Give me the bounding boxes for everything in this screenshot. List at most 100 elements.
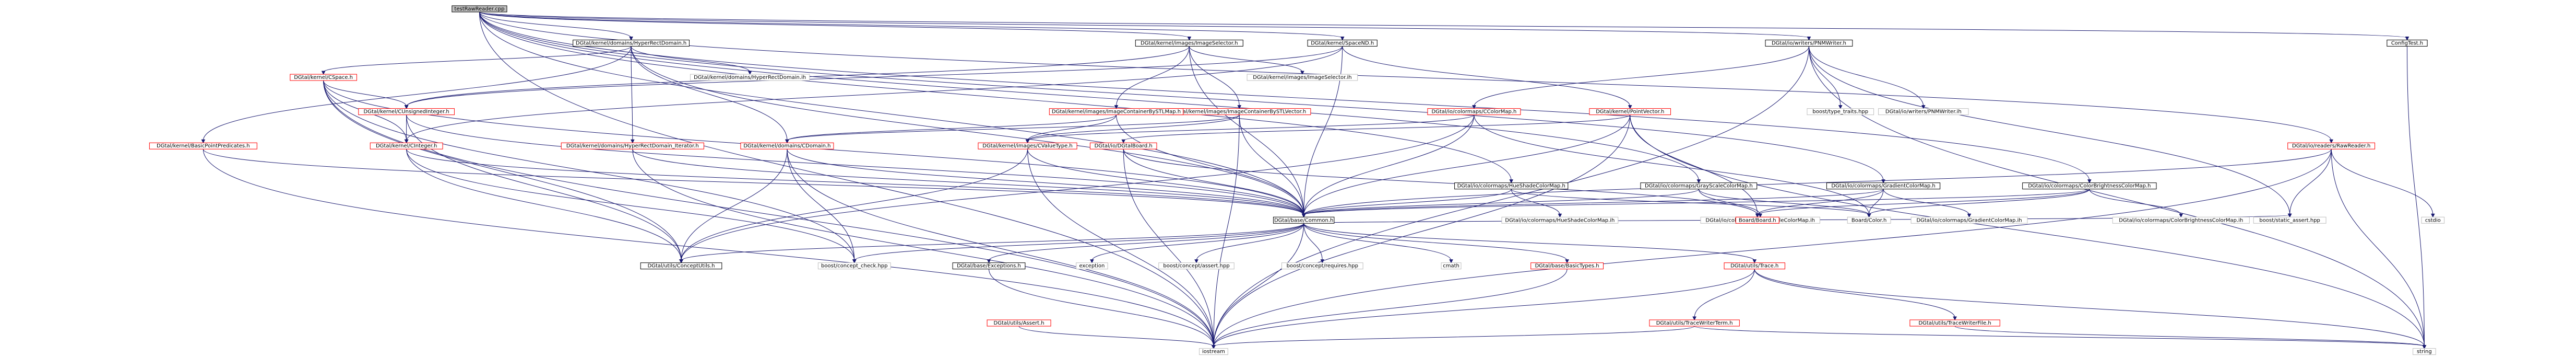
edge-imgmap-common xyxy=(1116,114,1304,215)
node-label: boost/concept_check.hpp xyxy=(821,263,887,269)
edge-imgmap-cdomain xyxy=(787,114,1117,141)
edge-arrowhead xyxy=(1696,179,1701,183)
edge-cspace-cunsigned xyxy=(323,80,407,107)
node-box xyxy=(1589,108,1671,116)
edge-arrowhead xyxy=(1881,179,1885,183)
node-assert[interactable]: DGtal/utils/Assert.h xyxy=(987,319,1051,327)
edge-hyperrect-cdomain xyxy=(631,46,788,141)
edge-arrowhead xyxy=(1838,105,1843,109)
edge-arrowhead xyxy=(1320,259,1325,263)
node-cspace[interactable]: DGtal/kernel/CSpace.h xyxy=(290,74,357,81)
node-box xyxy=(1735,216,1779,224)
node-hueshade[interactable]: DGtal/io/colormaps/HueShadeColorMap.h xyxy=(1454,182,1569,190)
node-box xyxy=(1307,39,1378,47)
node-cunsigned[interactable]: DGtal/kernel/CUnsignedInteger.h xyxy=(358,108,455,116)
node-box xyxy=(1158,262,1234,270)
node-basictypes[interactable]: DGtal/base/BasicTypes.h xyxy=(1530,262,1604,270)
node-cvaluetype[interactable]: DGtal/kernel/images/CValueType.h xyxy=(978,142,1077,149)
node-label: DGtal/utils/ConceptUtils.h xyxy=(648,263,715,269)
node-conceptassert: boost/concept/assert.hpp xyxy=(1158,262,1234,270)
edge-arrowhead xyxy=(747,71,752,75)
node-label: DGtal/utils/TraceWriterFile.h xyxy=(1918,320,1991,326)
node-trace[interactable]: DGtal/utils/Trace.h xyxy=(1724,262,1785,270)
edge-arrowhead xyxy=(2422,345,2427,349)
node-colormap[interactable]: DGtal/io/colormaps/CColorMap.h xyxy=(1427,108,1521,116)
edge-root-hueshade xyxy=(479,11,1512,181)
edge-pnmwriter-colormap xyxy=(1474,46,1809,107)
node-pointvector[interactable]: DGtal/kernel/PointVector.h xyxy=(1589,108,1671,116)
edge-root-imgsel xyxy=(479,11,1190,38)
edge-cdomain-iostream xyxy=(787,149,1214,347)
node-label: DGtal/kernel/domains/HyperRectDomain.h xyxy=(576,40,686,46)
edge-arrowhead xyxy=(1300,71,1304,75)
edge-arrowhead xyxy=(679,259,683,263)
edge-trace-iostream xyxy=(1213,269,1755,347)
node-string: string xyxy=(2413,348,2436,355)
edge-dgtalboard-common xyxy=(1123,149,1304,215)
node-label: DGtal/io/colormaps/GradientColorMap.ih xyxy=(1916,217,2022,223)
node-box xyxy=(690,74,810,81)
edge-arrowhead xyxy=(1509,179,1514,183)
node-cdomain[interactable]: DGtal/kernel/domains/CDomain.h xyxy=(740,142,834,149)
node-boardboard[interactable]: Board/Board.h xyxy=(1735,216,1779,224)
node-hrd_iter[interactable]: DGtal/kernel/domains/HyperRectDomain_Ite… xyxy=(561,142,704,149)
edge-arrowhead xyxy=(404,139,409,144)
edge-spacend-pointvector xyxy=(1342,46,1631,107)
edge-colormap-boardcolor xyxy=(1474,114,1870,215)
node-exceptions[interactable]: DGtal/base/Exceptions.h xyxy=(952,262,1026,270)
node-box xyxy=(1807,108,1874,116)
node-common[interactable]: DGtal/base/Common.h xyxy=(1273,216,1335,224)
edge-configtest-string xyxy=(2406,46,2425,347)
node-conceptcheck: boost/concept_check.hpp xyxy=(817,262,891,270)
node-imgsel[interactable]: DGtal/kernel/images/ImageSelector.h xyxy=(1135,39,1243,47)
node-box xyxy=(1530,262,1604,270)
edge-colormap-common xyxy=(1303,114,1475,215)
node-spacend[interactable]: DGtal/kernel/SpaceND.h xyxy=(1307,39,1378,47)
node-tracewriterfile[interactable]: DGtal/utils/TraceWriterFile.h xyxy=(1909,319,2000,327)
node-box xyxy=(1049,108,1184,116)
edge-hyperrect-basicpred xyxy=(203,46,632,141)
node-hyperrect[interactable]: DGtal/kernel/domains/HyperRectDomain.h xyxy=(573,39,690,47)
edge-root-rawreader xyxy=(479,11,2332,141)
node-box xyxy=(1135,39,1243,47)
node-box xyxy=(1281,262,1363,270)
node-basicpred[interactable]: DGtal/kernel/BasicPointPredicates.h xyxy=(149,142,257,149)
edge-root-common xyxy=(479,11,1304,215)
edge-pnmwriter-pnm_ih xyxy=(1808,46,1924,107)
edge-arrowhead xyxy=(1090,259,1094,263)
node-hrd_h: DGtal/kernel/domains/HyperRectDomain.ih xyxy=(690,74,810,81)
node-pnmwriter[interactable]: DGtal/io/writers/PNMWriter.h xyxy=(1765,39,1853,47)
edge-trace-tracewriterterm xyxy=(1694,269,1755,318)
edge-root-configtest xyxy=(479,11,2407,38)
edge-gradient-gradient_ih xyxy=(1883,189,1970,215)
node-rawreader[interactable]: DGtal/io/readers/RawReader.h xyxy=(2287,142,2376,149)
node-box xyxy=(952,262,1026,270)
node-label: DGtal/io/DGtalBoard.h xyxy=(1095,143,1153,149)
node-tracewriterterm[interactable]: DGtal/utils/TraceWriterTerm.h xyxy=(1649,319,1740,327)
edge-cdomain-conceptcheck xyxy=(787,149,855,261)
node-imgvec[interactable]: DGtal/kernel/images/ImageContainerBySTLV… xyxy=(1168,108,1311,116)
node-box xyxy=(978,142,1077,149)
node-cinteger[interactable]: DGtal/kernel/CInteger.h xyxy=(370,142,443,149)
edge-imgvec-cvaluetype xyxy=(1027,114,1240,141)
node-box xyxy=(370,142,443,149)
node-dgtalboard[interactable]: DGtal/io/DGtalBoard.h xyxy=(1089,142,1157,149)
edge-hueshade-boardcolor xyxy=(1511,189,1870,215)
node-label: DGtal/kernel/CSpace.h xyxy=(294,75,353,80)
node-box xyxy=(452,5,507,13)
node-box xyxy=(2287,142,2376,149)
node-label: DGtal/kernel/SpaceND.h xyxy=(1311,40,1374,46)
edge-arrowhead xyxy=(1472,105,1476,109)
node-gradient[interactable]: DGtal/io/colormaps/GradientColorMap.h xyxy=(1826,182,1941,190)
edge-rawreader-common xyxy=(1303,149,2332,215)
node-conceptutils[interactable]: DGtal/utils/ConceptUtils.h xyxy=(640,262,722,270)
node-configtest[interactable]: ConfigTest.h xyxy=(2387,39,2428,47)
node-boardcolor: Board/Color.h xyxy=(1847,216,1891,224)
edge-hyperrect-common xyxy=(631,46,1304,215)
node-grayscale[interactable]: DGtal/io/colormaps/GrayScaleColorMap.h xyxy=(1640,182,1758,190)
node-box xyxy=(1910,216,2028,224)
node-colorbright[interactable]: DGtal/io/colormaps/ColorBrightnessColorM… xyxy=(2022,182,2157,190)
edge-imgsel-imgsel_ih xyxy=(1189,46,1303,73)
edge-arrowhead xyxy=(2405,36,2409,41)
node-imgmap[interactable]: DGtal/kernel/images/ImageContainerBySTLM… xyxy=(1049,108,1184,116)
